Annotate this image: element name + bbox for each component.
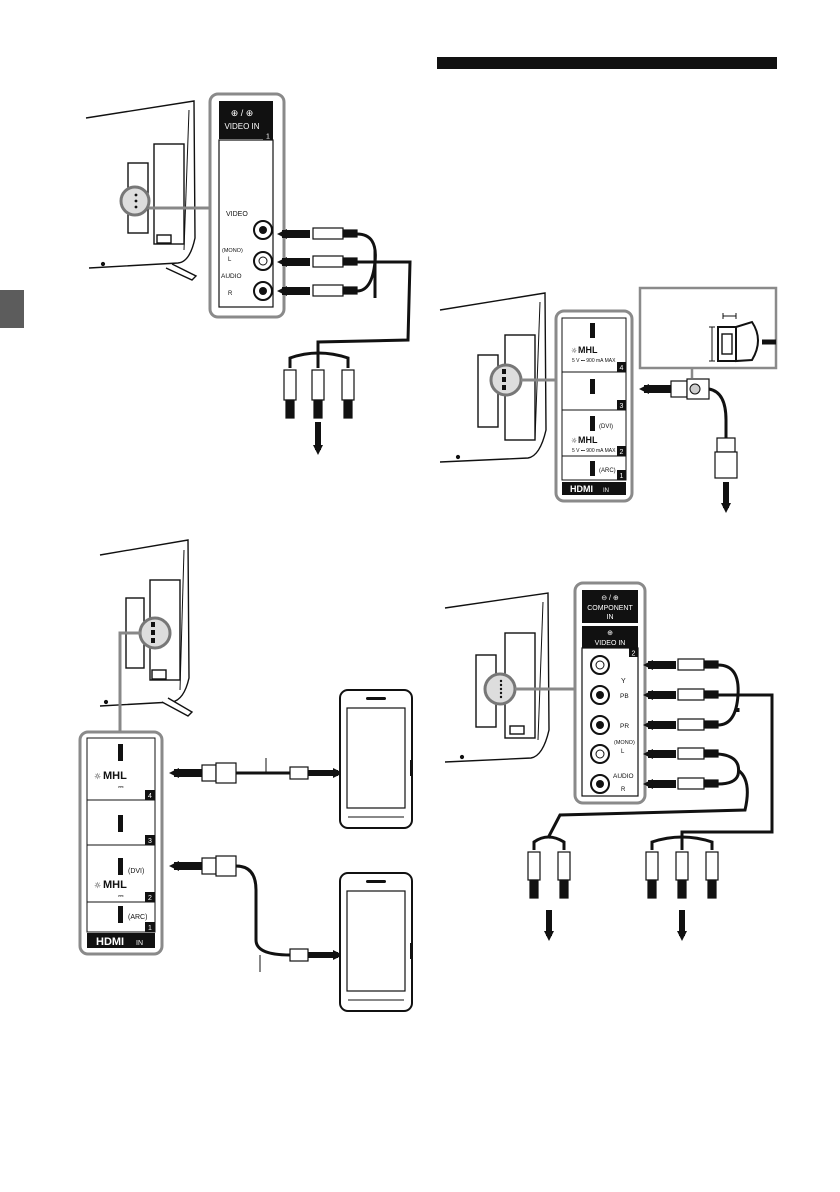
video-in-panel: ⊕ / ⊕ VIDEO IN 1 VIDEO (MONO) L AUDIO R: [210, 94, 284, 317]
hdmi-bottom-logo-suffix: IN: [136, 940, 143, 947]
hdmi-top-dvi-tag: (DVI): [599, 424, 613, 430]
mono-label: (MONO): [222, 248, 243, 254]
video-label: VIDEO: [226, 211, 248, 218]
component-panel: ⊖ / ⊕ COMPONENT IN ⊕ VIDEO IN 2 Y PB PR …: [575, 583, 645, 803]
component-y-label: Y: [621, 678, 626, 685]
component-header-glyph: ⊖ / ⊕: [601, 595, 619, 602]
hdmi-top-arc-tag: (ARC): [599, 468, 616, 474]
component-cables: [528, 659, 772, 936]
mhl-sun-icon: ☼: [94, 881, 101, 890]
component-slot: 2: [632, 651, 636, 658]
hdmi-bottom-port4-num: 4: [148, 793, 152, 800]
composite-cable: [282, 228, 410, 450]
smartphone-lower: [340, 873, 413, 1011]
component-r-label: R: [621, 787, 626, 793]
hdmi-port-marks-bottom: [151, 622, 155, 643]
hdmi-top-mhl-2: MHL: [578, 435, 598, 445]
hdmi-panel-top: 4 3 2 1 MHL ☼ 5 V ⎓ 900 mA MAX (DVI) MHL…: [556, 311, 632, 501]
mhl-sun-icon: ☼: [94, 772, 101, 781]
component-mono-label: (MONO): [614, 740, 635, 746]
hdmi-plug-detail-inset: [640, 288, 776, 378]
section-header-bar: [437, 57, 777, 69]
video-panel-title: VIDEO IN: [224, 122, 259, 131]
hdmi-bottom-mhl-spec-2: ⎓: [118, 893, 124, 900]
hdmi-bottom-mhl-2: MHL: [103, 879, 127, 891]
component-pr-label: PR: [620, 723, 629, 730]
section-tab: [0, 290, 24, 328]
hdmi-top-port3-num: 3: [620, 403, 624, 410]
hdmi-bottom-arc-tag: (ARC): [128, 914, 147, 921]
component-video-glyph: ⊕: [607, 630, 613, 637]
hdmi-top-mhl-4: MHL: [578, 345, 598, 355]
hdmi-top-mhl-spec-2: 5 V ⎓ 900 mA MAX: [572, 448, 616, 454]
hdmi-cable-top: [644, 379, 737, 508]
hdmi-bottom-port2-num: 2: [148, 895, 152, 902]
hdmi-bottom-logo: HDMI: [96, 936, 124, 948]
hdmi-top-port2-num: 2: [620, 449, 624, 456]
hdmi-bottom-mhl-4: MHL: [103, 770, 127, 782]
hdmi-port-marks-top: [502, 369, 506, 390]
smartphone-upper: [340, 690, 413, 828]
hdmi-bottom-dvi-tag: (DVI): [128, 868, 144, 875]
component-video-title: VIDEO IN: [595, 640, 626, 647]
component-audio-label: AUDIO: [613, 773, 634, 780]
component-title-2: IN: [607, 614, 614, 621]
mhl-sun-icon: ☼: [571, 437, 577, 445]
hdmi-top-port1-num: 1: [620, 473, 624, 480]
hdmi-top-logo: HDMI: [570, 484, 593, 494]
video-panel-header-glyph: ⊕ / ⊕: [231, 108, 254, 118]
component-pb-label: PB: [620, 693, 629, 700]
hdmi-top-logo-suffix: IN: [603, 488, 609, 494]
hdmi-panel-bottom: 4 3 2 1 ☼ MHL ⎓ (DVI) ☼ MHL ⎓ (ARC) HDMI…: [80, 732, 162, 954]
mhl-cable-lower: [174, 856, 338, 972]
hdmi-top-mhl-spec-4: 5 V ⎓ 900 mA MAX: [572, 358, 616, 364]
port-dots: [135, 194, 138, 209]
hdmi-top-port4-num: 4: [620, 365, 624, 372]
audio-label: AUDIO: [221, 273, 242, 280]
mhl-cable-upper: [174, 758, 338, 783]
component-title-1: COMPONENT: [587, 605, 633, 612]
mhl-sun-icon: ☼: [571, 347, 577, 355]
hdmi-bottom-port1-num: 1: [148, 925, 152, 932]
r-label: R: [228, 291, 233, 297]
hdmi-bottom-port3-num: 3: [148, 838, 152, 845]
hdmi-bottom-mhl-spec-4: ⎓: [118, 784, 124, 791]
